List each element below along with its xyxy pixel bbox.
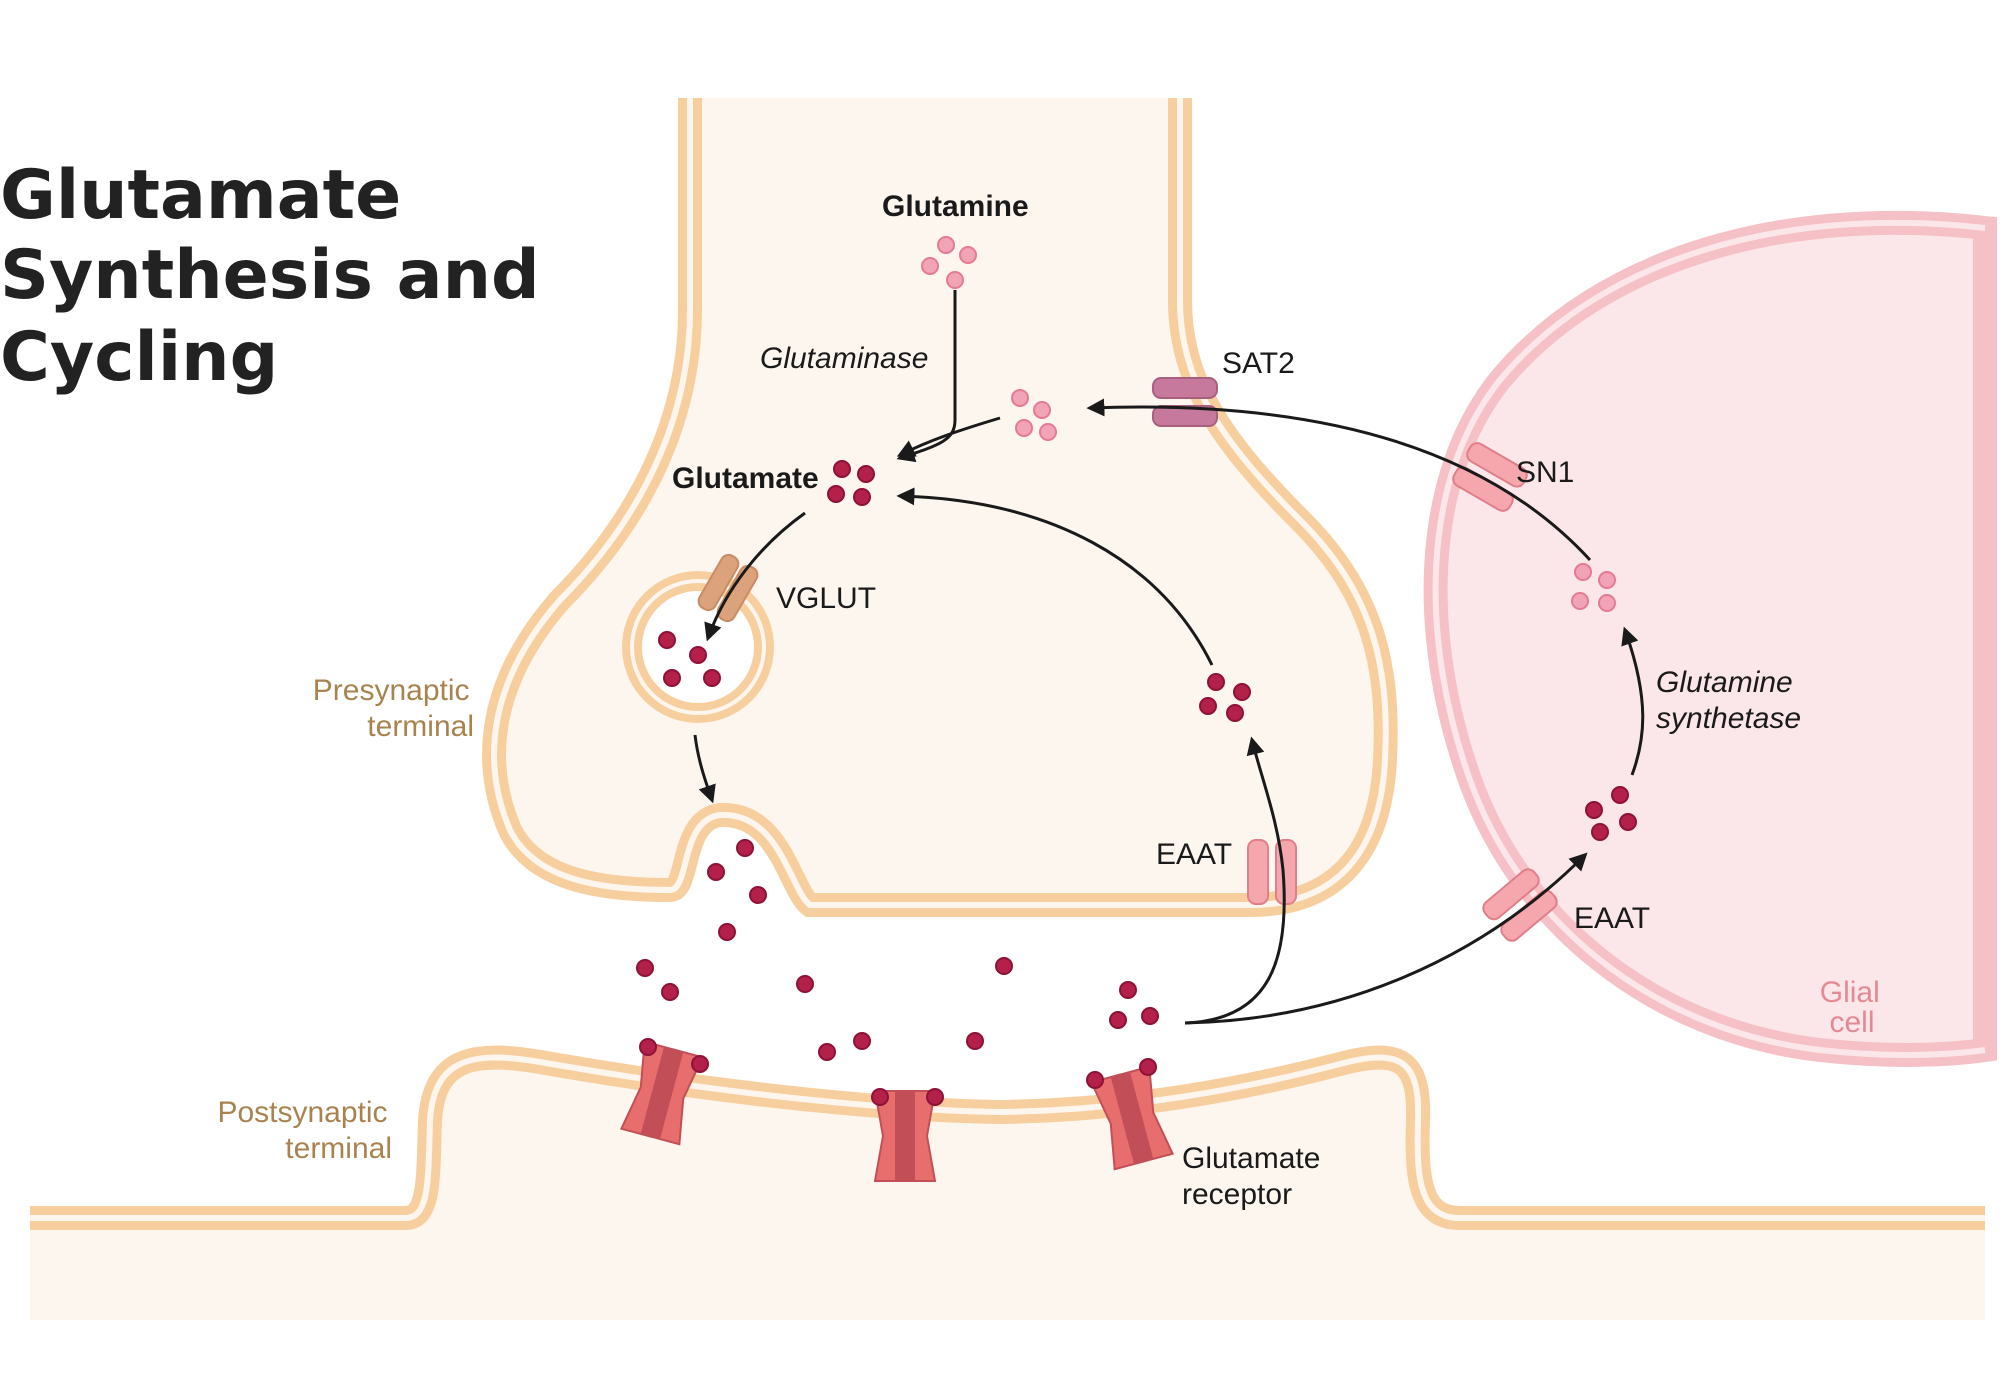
glutamate-dot bbox=[1141, 1007, 1159, 1025]
eaat-glia-transporter bbox=[1482, 868, 1558, 942]
glutamine-dot bbox=[1011, 389, 1029, 407]
sn1-transporter bbox=[1452, 442, 1528, 512]
glutamine-dot bbox=[946, 271, 964, 289]
presynaptic-label: Presynaptic terminal bbox=[313, 674, 474, 743]
glutamate-dot bbox=[1619, 813, 1637, 831]
glutamate-dot bbox=[966, 1032, 984, 1050]
glutamate-dot bbox=[1611, 786, 1629, 804]
glutamate-dot bbox=[1199, 697, 1217, 715]
vglut-label: VGLUT bbox=[776, 582, 876, 615]
glutamate-dot bbox=[1233, 683, 1251, 701]
glutamate-dot bbox=[871, 1088, 889, 1106]
presynaptic-membrane-inner bbox=[491, 98, 1389, 908]
glutamate-dot bbox=[1585, 801, 1603, 819]
glutamate-dot bbox=[639, 1038, 657, 1056]
glutamine-dot bbox=[937, 236, 955, 254]
arrow-sat2-to-glutamate bbox=[896, 416, 1001, 457]
glutamine-dot bbox=[1571, 592, 1589, 610]
glutamate-dot bbox=[1119, 981, 1137, 999]
glutamate-dot bbox=[718, 923, 736, 941]
vglut-transporter bbox=[697, 553, 759, 623]
eaat-glia-label: EAAT bbox=[1574, 902, 1650, 935]
sat2-transporter bbox=[1152, 377, 1218, 427]
glial-cell-label: Glial cell bbox=[1820, 976, 1884, 1039]
glutamate-label: Glutamate bbox=[672, 462, 819, 495]
glutamine-molecules bbox=[921, 236, 1616, 612]
postsynaptic-terminal bbox=[30, 1045, 1985, 1320]
glutamine-label: Glutamine bbox=[882, 190, 1029, 223]
glutamine-dot bbox=[1033, 401, 1051, 419]
glutamate-dot bbox=[995, 957, 1013, 975]
glutamate-molecules bbox=[636, 460, 1637, 1106]
glutamine-dot bbox=[1598, 594, 1616, 612]
glutamate-dot bbox=[658, 631, 676, 649]
glutamate-dot bbox=[1591, 823, 1609, 841]
sn1-label: SN1 bbox=[1516, 456, 1574, 489]
glutamate-dot bbox=[833, 460, 851, 478]
glutamate-dot bbox=[691, 1055, 709, 1073]
glutamate-dot bbox=[818, 1043, 836, 1061]
postsynaptic-label: Postsynaptic terminal bbox=[217, 1096, 392, 1165]
glutamate-dot bbox=[827, 485, 845, 503]
arrow-glial-glutamine-export bbox=[1086, 398, 1592, 562]
glutamate-dot bbox=[1086, 1071, 1104, 1089]
glutamate-receptor-2 bbox=[873, 1090, 937, 1182]
glutamate-dot bbox=[736, 839, 754, 857]
glutamate-dot bbox=[749, 886, 767, 904]
glutamate-receptor-3 bbox=[1089, 1065, 1175, 1171]
glial-membrane-inner bbox=[1432, 219, 1986, 1058]
glutamine-dot bbox=[1574, 563, 1592, 581]
glutamine-dot bbox=[959, 246, 977, 264]
glutamate-receptor-1 bbox=[619, 1040, 705, 1146]
glutamate-dot bbox=[703, 669, 721, 687]
arrow-glutamate-to-vesicle bbox=[704, 511, 806, 642]
glutaminase-label: Glutaminase bbox=[760, 342, 928, 375]
glutamate-dot bbox=[663, 669, 681, 687]
glutamate-dot bbox=[1207, 673, 1225, 691]
glutamate-dot bbox=[1139, 1058, 1157, 1076]
glutamine-dot bbox=[1598, 571, 1616, 589]
glutamate-dot bbox=[796, 975, 814, 993]
glutamate-dot bbox=[689, 646, 707, 664]
glutamine-dot bbox=[1015, 419, 1033, 437]
arrow-vesicle-to-release bbox=[693, 734, 716, 804]
glutamate-dot bbox=[661, 983, 679, 1001]
arrow-cleft-to-eaat-glia bbox=[1184, 852, 1588, 1025]
glutamate-dot bbox=[1109, 1011, 1127, 1029]
glial-cell bbox=[1423, 210, 1997, 1067]
glutamate-dot bbox=[707, 863, 725, 881]
glutamate-receptor-label: Glutamate receptor bbox=[1182, 1142, 1325, 1211]
pathway-arrows bbox=[693, 290, 1645, 1025]
glutamate-dot bbox=[1226, 704, 1244, 722]
glutamate-dot bbox=[853, 488, 871, 506]
postsynaptic-cytoplasm bbox=[30, 1057, 1985, 1320]
arrow-glutamine-synthetase bbox=[1621, 626, 1645, 776]
glutamate-dot bbox=[926, 1088, 944, 1106]
glutamine-dot bbox=[1039, 423, 1057, 441]
arrow-cleft-to-eaat-neuron bbox=[1184, 736, 1286, 1025]
sat2-label: SAT2 bbox=[1222, 347, 1295, 380]
glutamate-dot bbox=[636, 959, 654, 977]
arrow-reuptake-to-glutamate bbox=[896, 487, 1214, 666]
eaat-neuron-label: EAAT bbox=[1156, 838, 1232, 871]
postsynaptic-membrane-inner bbox=[30, 1054, 1985, 1221]
glutamine-dot bbox=[921, 257, 939, 275]
glutamate-dot bbox=[857, 465, 875, 483]
diagram-title: Glutamate Synthesis and Cycling bbox=[0, 156, 544, 397]
glutamate-dot bbox=[853, 1032, 871, 1050]
glutamine-synthetase-label: Glutamine synthetase bbox=[1656, 666, 1801, 735]
